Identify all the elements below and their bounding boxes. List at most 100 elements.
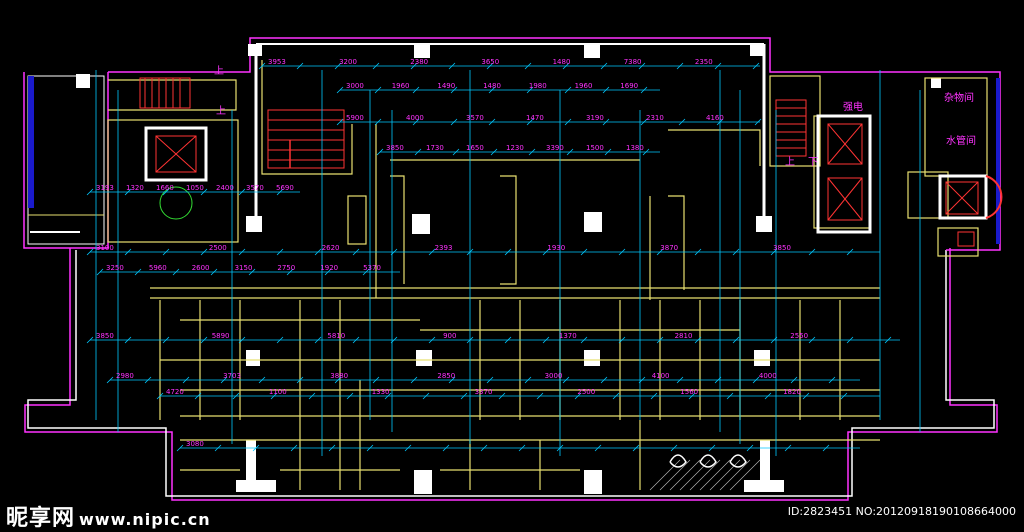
dimension-label: 3250	[106, 264, 124, 272]
outer-envelope	[23, 37, 1001, 501]
planters	[669, 454, 747, 468]
dimension-label: 2600	[192, 264, 210, 272]
dimension-label: 1330	[372, 388, 390, 396]
dimension-label: 5370	[363, 264, 381, 272]
dim-tick	[144, 376, 152, 384]
dim-tick	[640, 86, 648, 94]
dim-tick	[374, 86, 382, 94]
dim-tick	[562, 376, 570, 384]
dimension-label: 1470	[526, 114, 544, 122]
dim-tick	[334, 62, 342, 70]
dim-tick	[362, 268, 370, 276]
dim-tick	[808, 336, 816, 344]
dim-tick	[564, 86, 572, 94]
dimension-label: 3570	[466, 114, 484, 122]
dimension-label: 4000	[759, 372, 777, 380]
dimension-label: 3850	[386, 144, 404, 152]
dimension-label: 2500	[577, 388, 595, 396]
dim-tick	[480, 444, 488, 452]
dim-tick	[754, 118, 762, 126]
watermark-url: www.nipic.cn	[79, 510, 211, 529]
dim-tick	[632, 444, 640, 452]
dimension-label: 1730	[426, 144, 444, 152]
dimension-label: 4100	[652, 372, 670, 380]
dim-tick	[524, 376, 532, 384]
dim-tick	[252, 444, 260, 452]
room-label-water: 水管间	[946, 134, 976, 147]
dimension-label: 7380	[624, 58, 642, 66]
dim-tick	[270, 392, 278, 400]
dim-tick	[414, 148, 422, 156]
dim-tick	[498, 392, 506, 400]
dim-tick	[276, 188, 284, 196]
dim-tick	[314, 336, 322, 344]
dimension-label: 3850	[773, 244, 791, 252]
dimension-label: 2620	[322, 244, 340, 252]
dim-tick	[542, 248, 550, 256]
dim-tick	[336, 86, 344, 94]
dimension-label: 3703	[223, 372, 241, 380]
dim-tick	[460, 392, 468, 400]
dim-tick	[428, 248, 436, 256]
dim-tick	[366, 444, 374, 452]
dim-tick	[450, 86, 458, 94]
dim-tick	[452, 148, 460, 156]
dimension-label: 5900	[346, 114, 364, 122]
dim-tick	[352, 248, 360, 256]
dim-tick	[336, 118, 344, 126]
dim-tick	[324, 268, 332, 276]
dim-tick	[884, 336, 892, 344]
dim-tick	[846, 248, 854, 256]
dim-tick	[562, 62, 570, 70]
dim-tick	[296, 376, 304, 384]
dim-tick	[210, 268, 218, 276]
dimension-label: 5960	[149, 264, 167, 272]
dim-tick	[536, 392, 544, 400]
dimension-label: 3000	[545, 372, 563, 380]
dim-tick	[600, 376, 608, 384]
dimension-label: 3390	[546, 144, 564, 152]
dim-tick	[846, 336, 854, 344]
stair-label-up-2: 上	[214, 65, 224, 77]
dim-tick	[428, 336, 436, 344]
dim-tick	[124, 336, 132, 344]
dimension-label: 2400	[216, 184, 234, 192]
dimension-label: 3000	[346, 82, 364, 90]
dim-tick	[86, 336, 94, 344]
dim-tick	[410, 62, 418, 70]
dim-tick	[574, 392, 582, 400]
dim-tick	[384, 392, 392, 400]
stair-label-down-1: 下	[808, 157, 818, 168]
dimension-label: 2310	[646, 114, 664, 122]
dimension-label: 3953	[268, 58, 286, 66]
dimension-label: 2810	[675, 332, 693, 340]
dim-tick	[808, 248, 816, 256]
dim-tick	[124, 248, 132, 256]
dimension-lines	[86, 62, 921, 456]
dimension-label: 3080	[186, 440, 204, 448]
dim-tick	[450, 118, 458, 126]
dim-tick	[124, 188, 132, 196]
watermark-id: ID:2823451 NO:20120918190108664000	[787, 505, 1016, 518]
dimension-label: 3200	[339, 58, 357, 66]
dimension-label: 1650	[466, 144, 484, 152]
dimension-label: 2380	[410, 58, 428, 66]
dim-tick	[840, 392, 848, 400]
stairs	[139, 77, 807, 220]
dim-tick	[638, 62, 646, 70]
dim-tick	[640, 118, 648, 126]
dimension-label: 3190	[586, 114, 604, 122]
dimension-label: 2980	[116, 372, 134, 380]
structural-columns	[236, 44, 784, 494]
dim-tick	[412, 118, 420, 126]
dim-tick	[580, 336, 588, 344]
dim-tick	[618, 248, 626, 256]
room-label-misc: 杂物间	[944, 91, 974, 104]
dim-tick	[334, 376, 342, 384]
dim-tick	[372, 62, 380, 70]
dim-tick	[162, 336, 170, 344]
dim-tick	[200, 336, 208, 344]
dim-tick	[422, 392, 430, 400]
dim-tick	[490, 148, 498, 156]
